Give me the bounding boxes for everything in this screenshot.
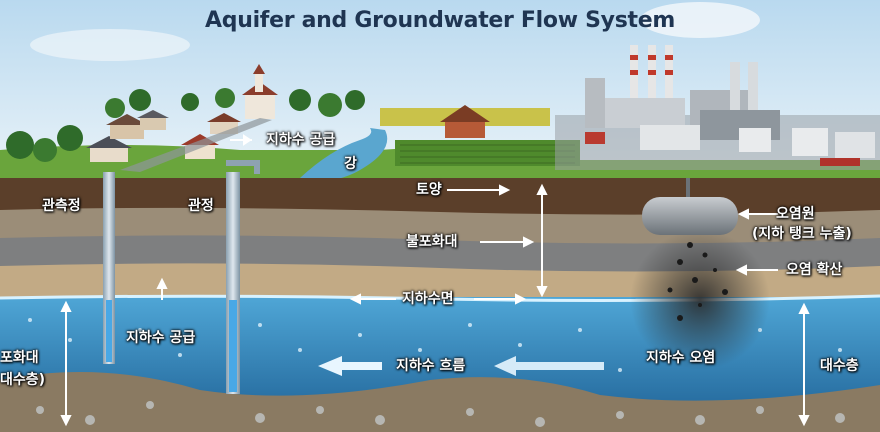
label-unsaturated-zone: 불포화대 <box>406 234 458 250</box>
cloud <box>640 2 760 38</box>
barn-roof <box>440 105 490 122</box>
road <box>120 118 272 172</box>
gravel-stones <box>36 401 845 427</box>
pump-spout <box>254 160 260 174</box>
contaminant-particles <box>667 242 728 321</box>
label-groundwater-supply: 지하수 공급 <box>126 330 196 346</box>
tank-pipe <box>686 178 690 198</box>
diagram-title: Aquifer and Groundwater Flow System <box>205 8 675 33</box>
label-groundwater-supply-top: 지하수 공급 <box>266 132 336 148</box>
label-contamination-source-detail: (지하 탱크 누출) <box>752 226 852 242</box>
annotation-arrows <box>60 134 810 427</box>
label-water-table: 지하수면 <box>402 291 454 307</box>
label-saturated-zone: 포화대 <box>0 350 39 366</box>
cloud <box>30 29 190 61</box>
label-contamination-source: 오염원 <box>776 206 815 222</box>
river-water <box>300 128 388 185</box>
underground-tank <box>642 197 738 235</box>
barn <box>445 122 485 138</box>
label-monitoring-well: 관측정 <box>42 198 81 214</box>
label-saturated-zone-detail: 대수층) <box>0 372 46 388</box>
monitoring-well-water <box>106 300 112 362</box>
gravel-bed <box>0 372 880 432</box>
factory <box>555 45 880 170</box>
label-groundwater-flow: 지하수 흐름 <box>396 358 466 374</box>
pump-spout <box>226 160 260 166</box>
trees <box>6 88 365 162</box>
label-pumping-well: 관정 <box>188 198 214 214</box>
label-soil: 토양 <box>416 182 442 198</box>
label-aquifer: 대수층 <box>820 358 859 374</box>
farm-field <box>395 140 580 166</box>
houses <box>86 64 278 162</box>
label-river: 강 <box>344 156 357 172</box>
crop-rows <box>400 144 575 164</box>
flow-arrows <box>318 356 604 376</box>
contamination-plume <box>630 230 770 370</box>
label-groundwater-contamination: 지하수 오염 <box>646 350 716 366</box>
label-contamination-spread: 오염 확산 <box>786 262 843 278</box>
pumping-well-water <box>229 300 237 392</box>
